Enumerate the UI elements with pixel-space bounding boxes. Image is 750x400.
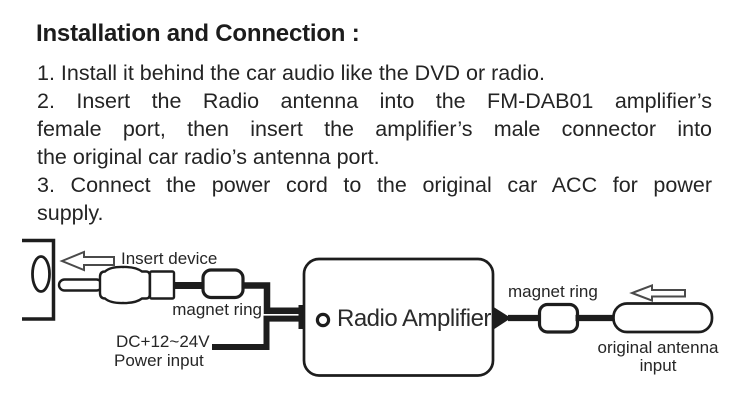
amplifier-input-tab bbox=[298, 305, 305, 329]
antenna-plug-body bbox=[98, 265, 151, 305]
instruction-step-2-line-3: the original car radio’s antenna port. bbox=[37, 145, 380, 169]
antenna-plug-pin bbox=[57, 278, 104, 292]
original-antenna-label-line2: input bbox=[639, 356, 677, 375]
amplifier-indicator-circle bbox=[315, 312, 331, 328]
car-radio-panel-bracket bbox=[22, 238, 56, 321]
instruction-step-3-line-2: supply. bbox=[37, 201, 104, 225]
magnet-ring-right-shape bbox=[537, 302, 580, 334]
instruction-step-2-line-1: 2. Insert the Radio antenna into the FM-… bbox=[37, 89, 712, 113]
magnet-ring-left-label: magnet ring bbox=[172, 300, 262, 319]
original-antenna-connector bbox=[612, 302, 714, 334]
amplifier-label: Radio Amplifier bbox=[337, 305, 491, 332]
amplifier-male-connector bbox=[492, 306, 511, 331]
original-antenna-label: original antenna input bbox=[594, 339, 722, 375]
instruction-step-1: 1. Install it behind the car audio like … bbox=[37, 61, 545, 85]
power-voltage-label: DC+12~24V bbox=[116, 332, 210, 351]
instruction-list: 1. Install it behind the car audio like … bbox=[37, 59, 712, 227]
instruction-step-3-line-1: 3. Connect the power cord to the origina… bbox=[37, 173, 712, 197]
original-antenna-label-line1: original antenna bbox=[597, 338, 719, 357]
insert-right-arrow-icon bbox=[629, 284, 686, 302]
insert-left-arrow-icon bbox=[59, 250, 115, 272]
insert-device-label: Insert device bbox=[121, 249, 218, 268]
connection-diagram bbox=[22, 238, 714, 377]
power-input-label: Power input bbox=[114, 351, 204, 370]
magnet-ring-left-shape bbox=[201, 268, 245, 300]
magnet-ring-right-label: magnet ring bbox=[508, 282, 598, 301]
antenna-port-ellipse bbox=[31, 255, 51, 293]
antenna-cable-segment-2 bbox=[242, 282, 302, 315]
antenna-plug-connector bbox=[148, 270, 176, 300]
page-title: Installation and Connection : bbox=[36, 20, 360, 47]
power-cable bbox=[212, 315, 302, 350]
instruction-step-2-line-2: female port, then insert the amplifier’s… bbox=[37, 117, 712, 141]
